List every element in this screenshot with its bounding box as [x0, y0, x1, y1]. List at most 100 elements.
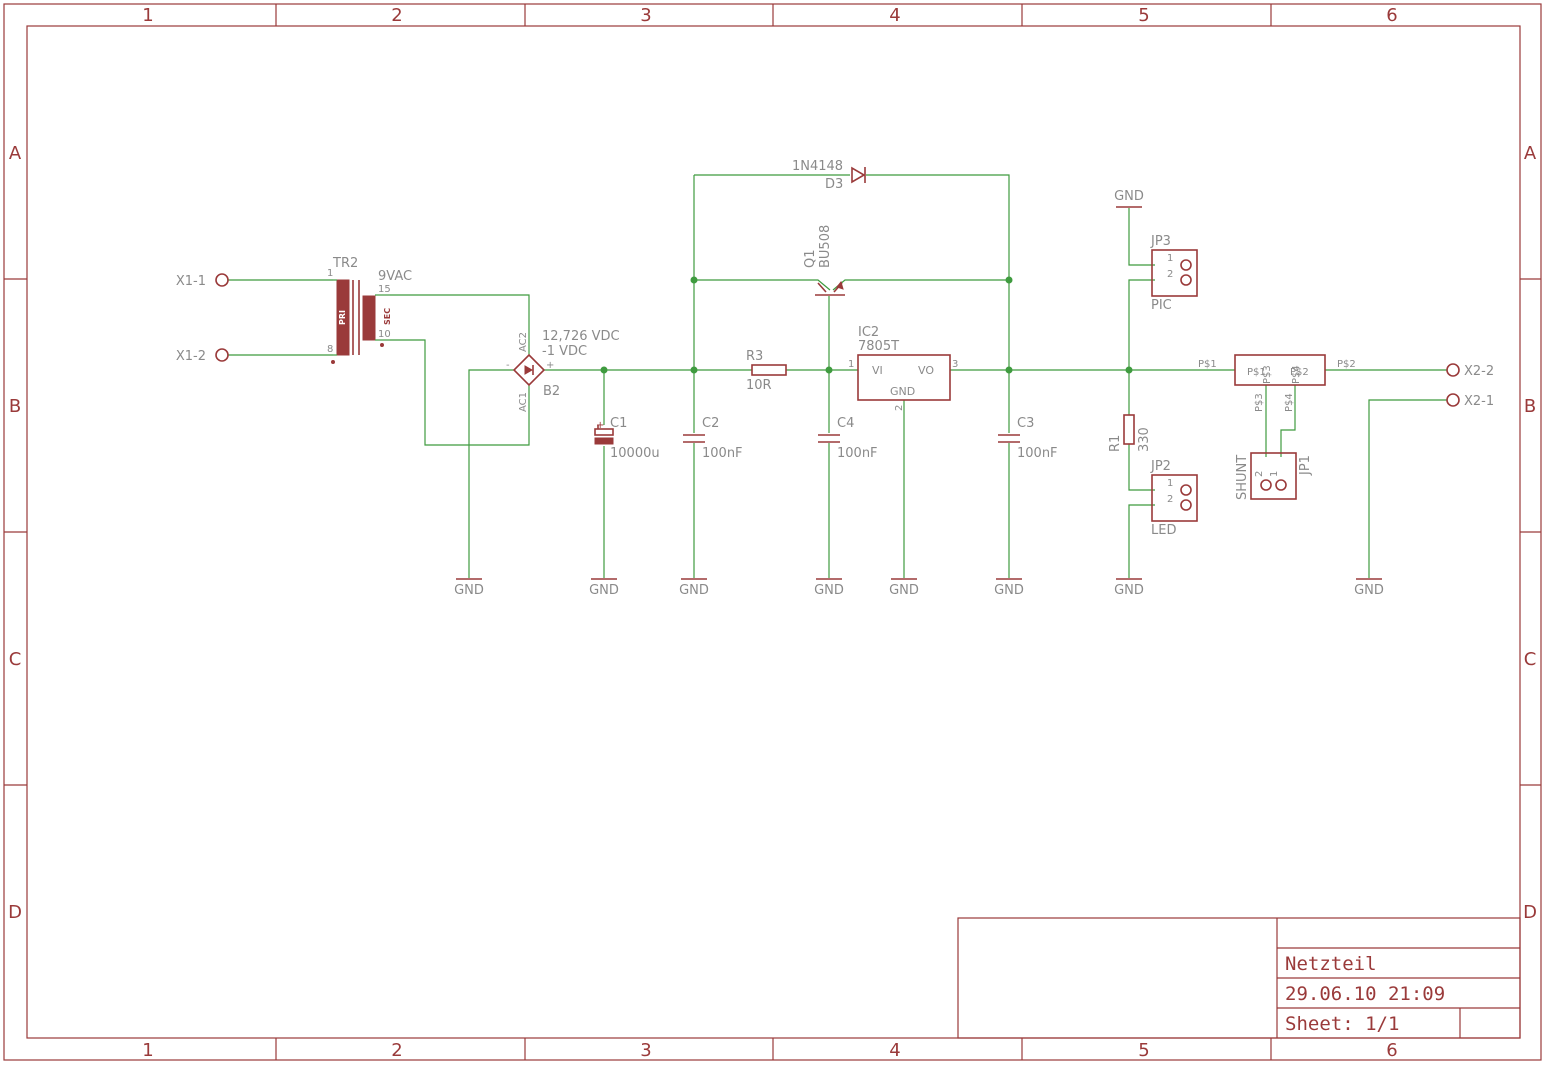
- shunt-p4-inner: P$4: [1291, 365, 1302, 384]
- jp1-pin-1: 1: [1269, 471, 1280, 477]
- capacitor-c2[interactable]: C2 100nF: [683, 416, 743, 461]
- resistor-r1[interactable]: R1 330: [1108, 414, 1152, 452]
- frame-row-b-right: B: [1524, 396, 1536, 417]
- jp2-pin-1: 1: [1167, 478, 1173, 489]
- ic2-pin-3: 3: [952, 359, 958, 370]
- jumper-jp3[interactable]: 1 2 JP3 PIC: [1150, 234, 1198, 313]
- gnd-label-jp3: GND: [1114, 189, 1144, 204]
- frame-col-2-top: 2: [391, 5, 402, 26]
- shunt-p3-outer: P$3: [1254, 393, 1265, 412]
- connector-x1-1[interactable]: X1-1: [176, 273, 229, 289]
- gnd-symbol-jp2: GND: [1114, 578, 1144, 598]
- svg-text:+: +: [596, 420, 604, 431]
- frame-col-4-bottom: 4: [889, 1040, 900, 1061]
- tr2-sec-label: SEC: [383, 308, 392, 325]
- gnd-label-bridge: GND: [454, 583, 484, 598]
- frame-col-1-bottom: 1: [142, 1040, 153, 1061]
- frame-row-a-right: A: [1524, 143, 1537, 164]
- ic2-gnd-label: GND: [890, 385, 915, 398]
- tr2-pin-15: 15: [378, 284, 391, 295]
- gnd-label-c4: GND: [814, 583, 844, 598]
- title-block-title: Netzteil: [1285, 953, 1377, 975]
- ic2-value: 7805T: [858, 339, 899, 354]
- gnd-symbol-c2: GND: [679, 578, 709, 598]
- capacitor-c4[interactable]: C4 100nF: [818, 416, 878, 461]
- frame-row-c-left: C: [9, 649, 22, 670]
- c2-value: 100nF: [702, 446, 743, 461]
- jp1-name: JP1: [1298, 455, 1313, 476]
- d3-name: D3: [825, 177, 843, 192]
- gnd-symbol-jp3: GND: [1114, 189, 1144, 208]
- transformer-tr2[interactable]: PRI SEC TR2 9VAC 1 8 15 10: [327, 256, 412, 364]
- title-block: Netzteil 29.06.10 21:09 Sheet: 1/1: [957, 917, 1521, 1039]
- c4-name: C4: [837, 416, 854, 431]
- frame-row-d-left: D: [8, 902, 22, 923]
- voltage-note-line-2: -1 VDC: [542, 344, 587, 359]
- transistor-q1[interactable]: Q1 BU508: [803, 225, 845, 296]
- voltage-note-line-1: 12,726 VDC: [542, 329, 620, 344]
- connector-x1-2[interactable]: X1-2: [176, 348, 229, 364]
- c4-value: 100nF: [837, 446, 878, 461]
- jumper-jp2[interactable]: 1 2 JP2 LED: [1150, 459, 1198, 538]
- shunt-p2-inner: P$2: [1290, 367, 1309, 378]
- b2-ac2-label: AC2: [518, 332, 529, 352]
- connector-x2-2[interactable]: X2-2: [1446, 363, 1494, 379]
- frame-col-6-bottom: 6: [1386, 1040, 1397, 1061]
- shunt-p1-inner: P$1: [1247, 367, 1266, 378]
- jp3-name: JP3: [1150, 234, 1171, 249]
- capacitor-c1[interactable]: + C1 10000u: [594, 416, 660, 461]
- shunt-p4-outer: P$4: [1284, 393, 1295, 412]
- r3-value: 10R: [746, 378, 772, 393]
- connector-x1-1-label: X1-1: [176, 274, 206, 289]
- shunt-p2-outer: P$2: [1337, 359, 1356, 370]
- bridge-rectifier-b2[interactable]: AC2 AC1 - + B2: [506, 332, 560, 412]
- frame-col-2-bottom: 2: [391, 1040, 402, 1061]
- connector-x1-2-label: X1-2: [176, 349, 206, 364]
- connector-x2-1-label: X2-1: [1464, 394, 1494, 409]
- c3-value: 100nF: [1017, 446, 1058, 461]
- gnd-label-ic2: GND: [889, 583, 919, 598]
- jumper-jp1[interactable]: 2 1 JP1 SHUNT: [1235, 452, 1313, 500]
- tr2-pin-8: 8: [327, 344, 333, 355]
- gnd-symbol-c1: GND: [589, 578, 619, 598]
- shunt-bridge-part[interactable]: P$1 P$1 P$2 P$2 P$3 P$4 P$3 P$4: [1198, 354, 1356, 412]
- frame-col-5-bottom: 5: [1138, 1040, 1149, 1061]
- regulator-ic2[interactable]: VI VO GND 1 3 2 IC2 7805T: [848, 325, 958, 411]
- shunt-p1-outer: P$1: [1198, 359, 1217, 370]
- frame-row-c-right: C: [1524, 649, 1537, 670]
- jp1-pin-2: 2: [1254, 471, 1265, 477]
- gnd-label-c2: GND: [679, 583, 709, 598]
- frame-col-1-top: 1: [142, 5, 153, 26]
- ic2-pin-2: 2: [894, 405, 905, 411]
- b2-ac1-label: AC1: [518, 392, 529, 412]
- jp2-label: LED: [1151, 523, 1176, 538]
- jp3-label: PIC: [1151, 298, 1172, 313]
- diode-d3[interactable]: 1N4148 D3: [792, 159, 866, 192]
- frame-row-b-left: B: [9, 396, 21, 417]
- frame-row-a-left: A: [9, 143, 22, 164]
- r1-name: R1: [1108, 435, 1123, 452]
- ic2-vo-label: VO: [918, 364, 934, 377]
- capacitor-c3[interactable]: C3 100nF: [998, 416, 1058, 461]
- frame-col-3-top: 3: [640, 5, 651, 26]
- frame-col-3-bottom: 3: [640, 1040, 651, 1061]
- tr2-pri-label: PRI: [338, 310, 347, 325]
- c3-name: C3: [1017, 416, 1034, 431]
- title-block-sheet: Sheet: 1/1: [1285, 1013, 1399, 1035]
- jp3-pin-1: 1: [1167, 253, 1173, 264]
- connector-x2-1[interactable]: X2-1: [1446, 393, 1494, 409]
- gnd-symbol-ic2: GND: [889, 578, 919, 598]
- tr2-pin-10: 10: [378, 329, 391, 340]
- c1-name: C1: [610, 416, 627, 431]
- gnd-symbol-c4: GND: [814, 578, 844, 598]
- gnd-label-c1: GND: [589, 583, 619, 598]
- b2-minus-label: -: [506, 360, 510, 371]
- frame-col-6-top: 6: [1386, 5, 1397, 26]
- gnd-label-c3: GND: [994, 583, 1024, 598]
- gnd-label-jp2: GND: [1114, 583, 1144, 598]
- drawing-frame: 1 2 3 4 5 6 1 2 3 4 5 6 A B C D A B C D: [3, 3, 1542, 1061]
- resistor-r3[interactable]: R3 10R: [746, 349, 787, 393]
- r1-value: 330: [1137, 427, 1152, 452]
- jp1-label: SHUNT: [1235, 455, 1250, 500]
